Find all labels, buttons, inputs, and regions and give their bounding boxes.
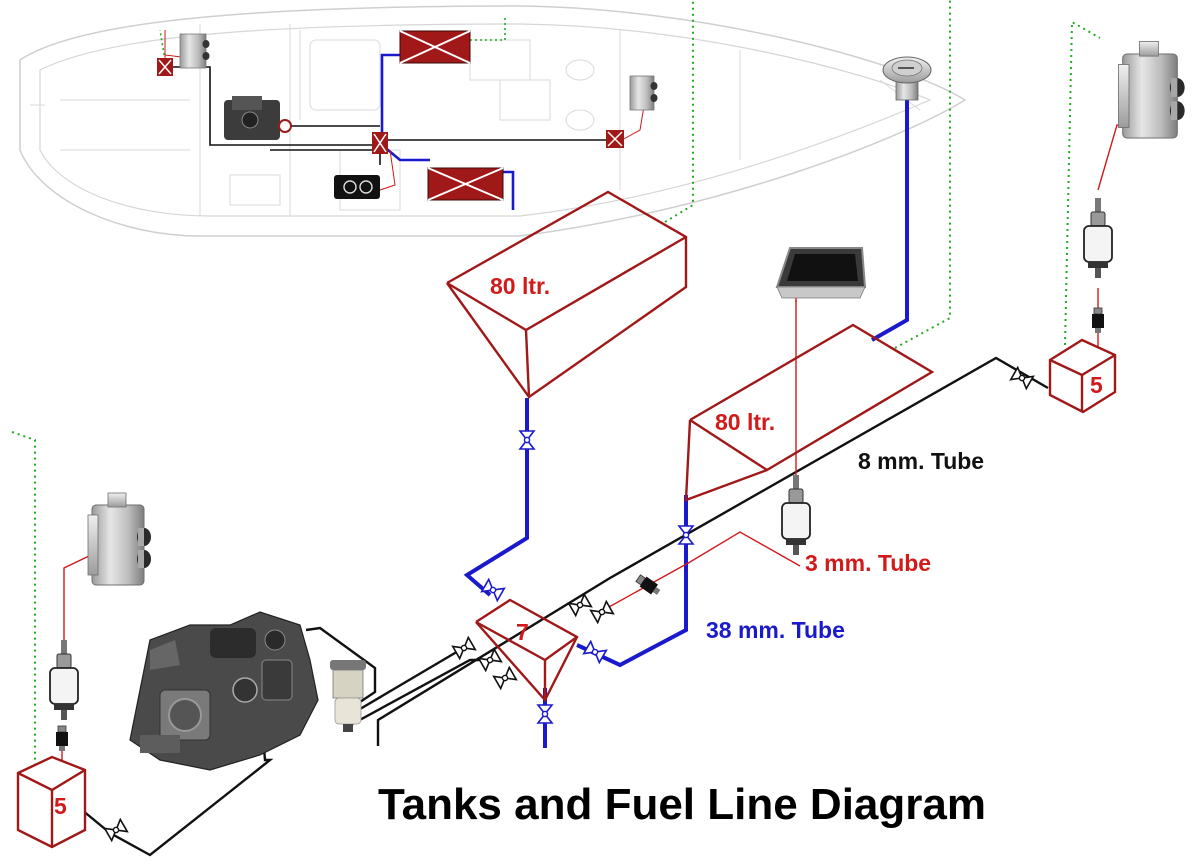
upper-tank-label: 80 ltr. — [490, 273, 550, 299]
air-heater-icon — [87, 492, 152, 586]
deck-fill-cap-icon — [882, 56, 932, 101]
fill-line-38mm — [463, 90, 909, 748]
manifold-block — [475, 598, 579, 703]
boat-stove-mini — [334, 175, 380, 199]
valve-lower-tank-outlet[interactable] — [678, 525, 694, 545]
fuel-water-separator-icon — [330, 660, 366, 732]
lower-tank-label: 80 ltr. — [715, 409, 775, 435]
valve-manifold-outlet[interactable] — [537, 704, 553, 724]
day-tank-right — [1048, 338, 1117, 414]
boat-heater-mini-left — [179, 33, 210, 69]
boat-day-tank-mini-left — [157, 58, 173, 76]
tube-38mm-label: 38 mm. Tube — [706, 617, 845, 643]
boat-tank-upper-mini — [399, 30, 471, 64]
inline-filter-icon — [634, 572, 663, 598]
valve-black-3[interactable] — [492, 666, 518, 690]
fuel-pump-icon — [1083, 197, 1113, 279]
valve-blue-side[interactable] — [582, 640, 608, 664]
boat-day-tank-mini-right — [606, 130, 624, 148]
tube-8mm-label: 8 mm. Tube — [858, 448, 984, 474]
valves — [103, 366, 1035, 842]
day-tank-left — [16, 755, 87, 849]
upper-fuel-tank — [446, 190, 688, 399]
valve-black-1[interactable] — [451, 636, 477, 660]
valve-black-5[interactable] — [589, 600, 615, 624]
day-tank-right-label: 5 — [1090, 372, 1103, 398]
boat-manifold-mini — [372, 132, 388, 154]
tube-3mm-label: 3 mm. Tube — [805, 550, 931, 576]
inline-filter-icon — [55, 725, 69, 752]
ceramic-cooktop-icon — [775, 247, 867, 302]
valve-upper-tank-outlet[interactable] — [519, 430, 535, 450]
boat-engine-mini — [224, 96, 292, 140]
vent-lines — [11, 0, 1101, 770]
fuel-pump-icon — [781, 474, 811, 556]
boat-plan — [19, 5, 967, 237]
air-heater-icon — [1117, 40, 1186, 139]
boat-heater-mini-right — [629, 75, 658, 111]
lower-fuel-tank — [684, 323, 935, 502]
manifold-label: 7 — [516, 619, 529, 645]
inline-filter-icon — [1091, 307, 1105, 334]
day-tank-left-label: 5 — [54, 793, 67, 819]
valve-manifold-inlet[interactable] — [480, 578, 506, 602]
diagram-title: Tanks and Fuel Line Diagram — [378, 780, 986, 829]
fuel-pump-icon — [49, 639, 79, 721]
marine-engine-icon — [129, 611, 319, 771]
boat-tank-lower-mini — [427, 167, 504, 201]
valve-right-day-tank[interactable] — [1009, 366, 1035, 390]
